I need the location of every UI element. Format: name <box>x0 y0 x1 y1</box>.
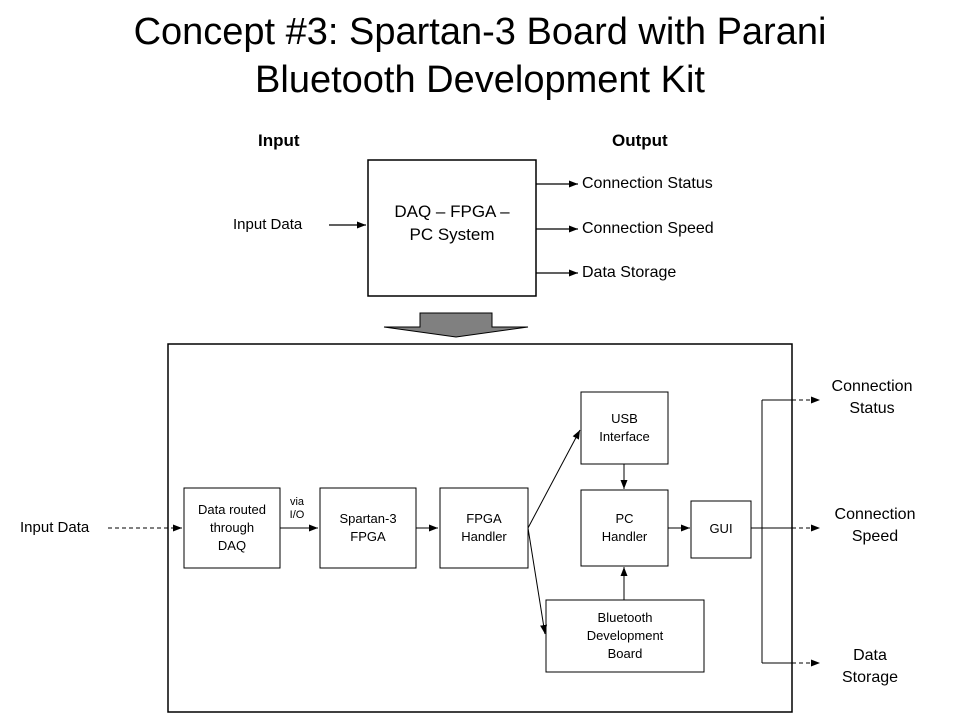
system-label: DAQ – FPGA – PC System <box>368 200 536 246</box>
fpga-line-1: Spartan-3 <box>339 511 397 526</box>
handler-box <box>439 487 529 569</box>
bt-line-1: Bluetooth <box>597 610 653 625</box>
input-header: Input <box>258 131 300 150</box>
speed-line-1: Connection <box>834 506 916 523</box>
bt-line-2: Development <box>586 628 664 643</box>
handler-to-bt-arrow <box>527 527 548 635</box>
usb-label: USB Interface <box>581 410 668 446</box>
page-title: Concept #3: Spartan-3 Board with Parani … <box>0 8 960 104</box>
gui-label: GUI <box>709 521 733 536</box>
detail-output-storage: Data Storage <box>810 645 930 689</box>
fpga-line-2: FPGA <box>350 529 386 544</box>
status-line-1: Connection <box>831 378 913 395</box>
handler-label: FPGA Handler <box>440 510 528 546</box>
pc-label: PC Handler <box>581 510 668 546</box>
overview-output-speed: Connection Speed <box>582 220 714 237</box>
daq-box <box>183 487 281 569</box>
daq-line-1: Data routed <box>198 502 266 517</box>
fpga-label: Spartan-3 FPGA <box>320 510 416 546</box>
daq-line-2: through <box>209 520 255 535</box>
fpga-box <box>319 487 417 569</box>
daq-label: Data routed through DAQ <box>184 501 280 555</box>
system-label-line-1: DAQ – FPGA – <box>394 202 510 221</box>
via-line-1: via <box>289 496 305 508</box>
status-line-2: Status <box>849 400 895 417</box>
overview-input-label: Input Data <box>233 216 303 233</box>
handler-to-usb-arrow <box>527 429 581 529</box>
detail-output-speed: Connection Speed <box>815 504 935 548</box>
daq-line-3: DAQ <box>217 538 247 553</box>
pc-line-1: PC <box>615 511 634 526</box>
usb-box <box>580 391 669 465</box>
handler-line-1: FPGA <box>466 511 502 526</box>
bt-line-3: Board <box>607 646 643 661</box>
handler-line-2: Handler <box>461 529 507 544</box>
detail-input-label: Input Data <box>20 519 90 536</box>
system-box <box>367 159 537 297</box>
system-label-line-2: PC System <box>409 225 495 244</box>
storage-line-1: Data <box>853 647 887 664</box>
overview-output-storage: Data Storage <box>582 264 677 281</box>
title-line-2: Bluetooth Development Kit <box>255 59 705 101</box>
expand-arrow-icon <box>383 312 529 338</box>
bt-label: Bluetooth Development Board <box>546 609 704 663</box>
storage-line-2: Storage <box>841 669 899 686</box>
title-line-1: Concept #3: Spartan-3 Board with Parani <box>133 11 827 53</box>
speed-line-2: Speed <box>851 528 899 545</box>
overview-output-status: Connection Status <box>582 175 713 192</box>
detail-output-status: Connection Status <box>812 376 932 420</box>
gui-box <box>690 500 752 559</box>
pc-line-2: Handler <box>601 529 648 544</box>
via-line-2: I/O <box>289 509 305 521</box>
usb-line-2: Interface <box>599 429 650 444</box>
usb-line-1: USB <box>611 411 638 426</box>
bt-box <box>545 599 705 673</box>
output-header: Output <box>612 131 668 150</box>
via-io-label: via I/O <box>282 496 312 522</box>
